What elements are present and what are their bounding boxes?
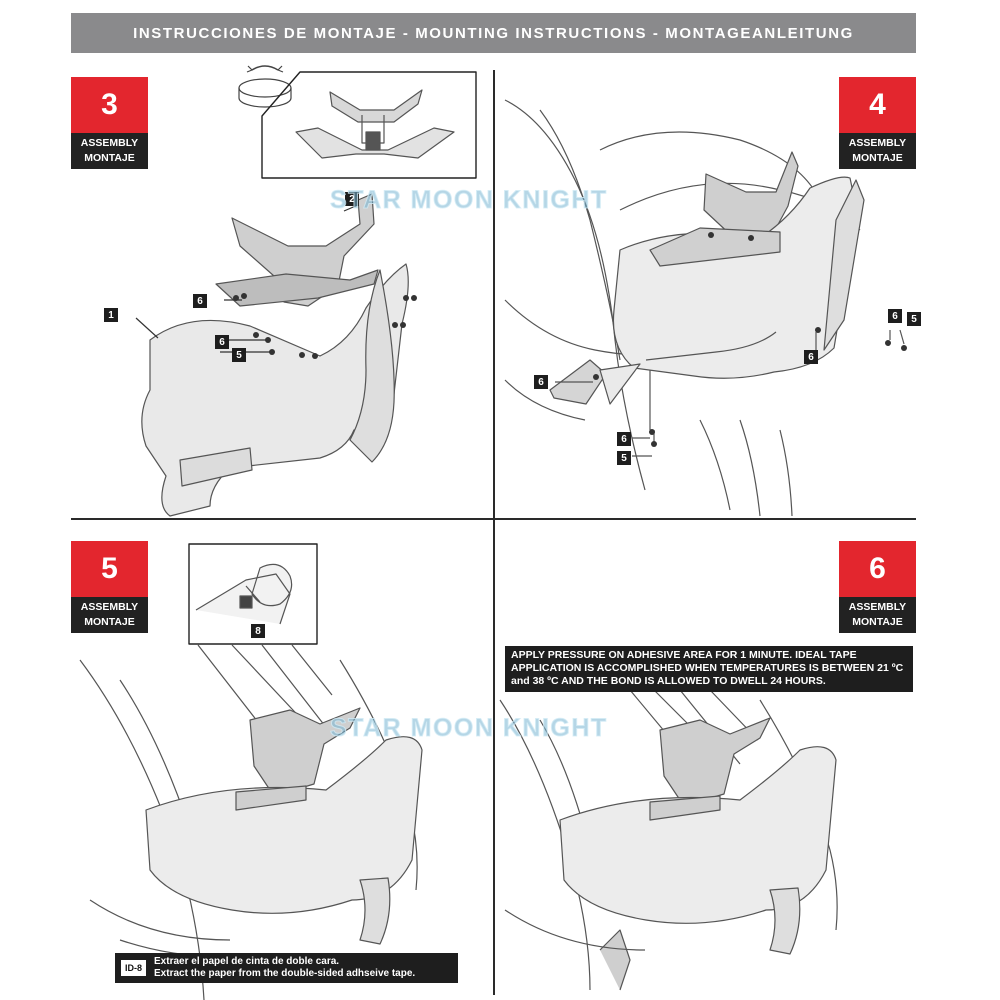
rotate-icon xyxy=(238,65,292,108)
part-callout: 2 xyxy=(345,192,359,206)
part-callout: 6 xyxy=(215,335,229,349)
part-callout: 5 xyxy=(617,451,631,465)
part-callout: 6 xyxy=(534,375,548,389)
part-callout: 5 xyxy=(907,312,921,326)
step-number: 6 xyxy=(839,541,916,597)
part-callout: 8 xyxy=(251,624,265,638)
adhesive-note: APPLY PRESSURE ON ADHESIVE AREA FOR 1 MI… xyxy=(505,646,913,692)
step-number: 5 xyxy=(71,541,148,597)
part-callout: 1 xyxy=(104,308,118,322)
step6-illustration xyxy=(499,689,838,991)
watermark: STAR MOON KNIGHT xyxy=(330,714,608,743)
panel-divider-horizontal xyxy=(71,518,916,520)
step4-illustration xyxy=(504,99,907,517)
step3-illustration xyxy=(135,65,477,517)
part-callout: 6 xyxy=(888,309,902,323)
panel-divider-vertical xyxy=(493,70,495,995)
step-number: 4 xyxy=(839,77,916,133)
instruction-code: ID-8 xyxy=(121,960,147,976)
step5-illustration xyxy=(79,543,423,1000)
step-number: 3 xyxy=(71,77,148,133)
part-callout: 6 xyxy=(617,432,631,446)
watermark: STAR MOON KNIGHT xyxy=(330,186,608,215)
page-title: INSTRUCCIONES DE MONTAJE - MOUNTING INST… xyxy=(71,13,916,53)
part-callout: 6 xyxy=(193,294,207,308)
instruction-text: Extraer el papel de cinta de doble cara.… xyxy=(154,956,416,979)
tape-instruction-note: ID-8 Extraer el papel de cinta de doble … xyxy=(115,953,458,983)
part-callout: 5 xyxy=(232,348,246,362)
part-callout: 6 xyxy=(804,350,818,364)
